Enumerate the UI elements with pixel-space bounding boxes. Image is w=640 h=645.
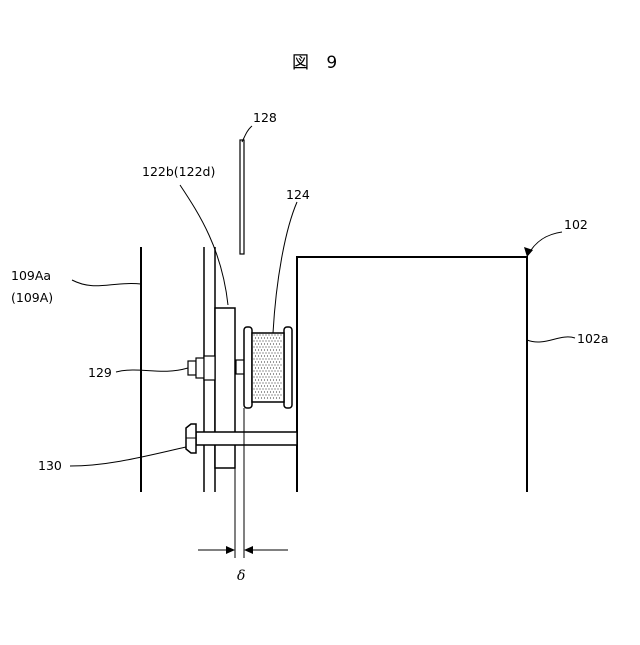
roller-124 [236, 327, 292, 408]
bolt-129-nut [196, 358, 204, 378]
figure-title: 図 9 [292, 53, 343, 73]
label-delta: δ [237, 568, 245, 584]
label-129: 129 [88, 365, 112, 380]
leader-129 [116, 368, 188, 372]
bolt-129-head [204, 356, 215, 380]
leader-130 [70, 447, 186, 466]
delta-dimension [198, 546, 288, 554]
label-109A: (109A) [11, 290, 53, 305]
strip-128 [240, 140, 244, 254]
bolt-129 [188, 356, 215, 380]
label-109Aa: 109Aa [11, 268, 51, 283]
delta-arrowhead-right [244, 546, 253, 554]
bolt-129-tip [188, 361, 196, 375]
leader-128 [242, 126, 252, 142]
leader-102a [527, 337, 575, 342]
leader-102 [528, 232, 562, 255]
label-130: 130 [38, 458, 62, 473]
label-128: 128 [253, 110, 277, 125]
roller-flange-right [284, 327, 292, 408]
roller-flange-left [244, 327, 252, 408]
label-102a: 102a [577, 331, 609, 346]
car-body-102 [297, 257, 527, 492]
leader-109Aa [72, 280, 141, 286]
bolt-130-shaft [196, 432, 297, 445]
label-124: 124 [286, 187, 310, 202]
label-122b: 122b(122d) [142, 164, 215, 179]
label-102: 102 [564, 217, 588, 232]
bolt-130 [186, 424, 297, 453]
delta-arrowhead-left [226, 546, 235, 554]
leader-124 [273, 202, 297, 333]
